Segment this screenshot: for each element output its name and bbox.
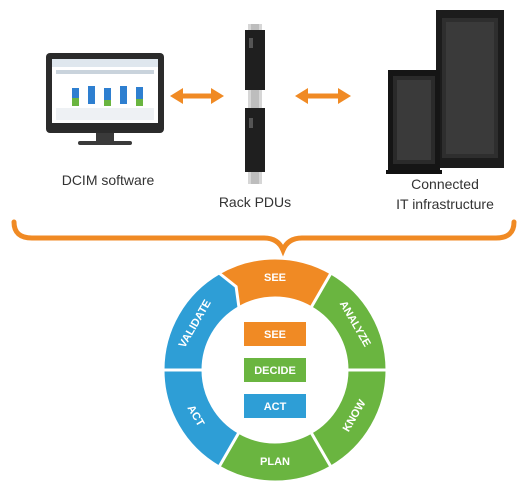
center-step-box-decide — [244, 358, 306, 382]
pdus-label: Rack PDUs — [218, 194, 292, 210]
ring-label-see: SEE — [264, 272, 286, 284]
center-step-box-act — [244, 394, 306, 418]
ring-segment-validate — [161, 271, 241, 372]
center-steps: SEE DECIDE ACT — [244, 322, 306, 418]
center-step-box-see — [244, 322, 306, 346]
center-step-label-see: SEE — [264, 329, 286, 341]
center-step-label-act: ACT — [264, 401, 287, 413]
dcim-label: DCIM software — [61, 172, 155, 188]
server-rack-icon — [386, 10, 504, 174]
brace-icon — [11, 219, 517, 257]
rack-pdu-icon — [245, 24, 265, 184]
double-arrow-icon — [170, 88, 224, 104]
monitor-icon — [46, 53, 164, 145]
it-label-line1: Connected — [411, 176, 479, 192]
it-label-line2: IT infrastructure — [396, 196, 494, 212]
ring-label-plan: PLAN — [260, 456, 290, 468]
center-step-label-decide: DECIDE — [254, 365, 296, 377]
double-arrow-icon — [295, 88, 351, 104]
